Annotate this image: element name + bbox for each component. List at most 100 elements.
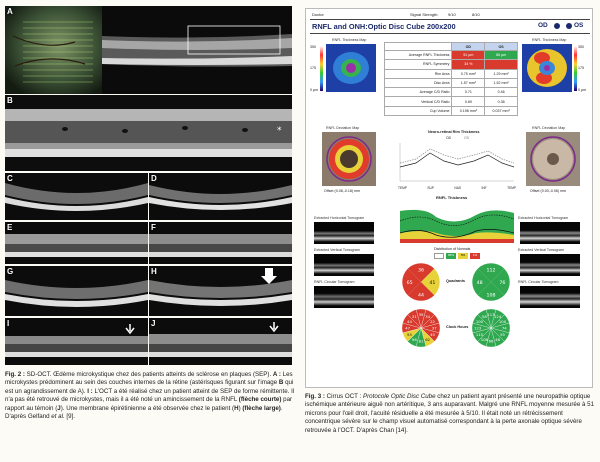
clock-value: 39 bbox=[419, 312, 424, 317]
panel-label: G bbox=[7, 267, 14, 276]
oct-bscan-i bbox=[5, 318, 148, 365]
quadrant-dial-os: 112 76 108 48 bbox=[472, 263, 510, 301]
caption-head: Fig. 3 : bbox=[305, 393, 325, 400]
panel-label: C bbox=[7, 174, 13, 183]
header-rule bbox=[310, 19, 590, 20]
quadrant-dial-od: 36 41 44 65 bbox=[402, 263, 440, 301]
h-tomo-os-title: Extracted Horizontal Tomogram bbox=[518, 216, 569, 220]
clock-value: 74 bbox=[502, 325, 507, 330]
panel-label: D bbox=[151, 174, 157, 183]
oct-bscan-d bbox=[149, 173, 292, 220]
rim-axis-ticks: TEMP SUP NAS INF TEMP bbox=[398, 186, 516, 190]
row-label: Average RNFL Thickness bbox=[384, 49, 453, 61]
table-header bbox=[384, 42, 453, 51]
scale-mid-od: 175 bbox=[310, 66, 316, 70]
quad-od-i: 44 bbox=[418, 292, 424, 298]
panel-a-fundus: A bbox=[5, 6, 102, 94]
figure-3-caption: Fig. 3 : Cirrus OCT : Protocole Optic Di… bbox=[305, 393, 595, 434]
row-label: Vertical C/D Ratio bbox=[384, 96, 453, 107]
title-rule bbox=[310, 33, 590, 34]
clock-value: 22 bbox=[430, 319, 435, 324]
clock-sector bbox=[477, 309, 492, 329]
row-value: 86 µm bbox=[484, 49, 518, 61]
oct-bscan-h bbox=[149, 266, 292, 316]
clock-value: 100 bbox=[476, 319, 484, 324]
clock-value: 96 bbox=[412, 337, 417, 342]
row-label: Average C/D Ratio bbox=[384, 87, 453, 98]
panel-label: A bbox=[7, 7, 13, 16]
scale-top-od: 350 bbox=[310, 45, 316, 49]
row-value: 0.71 bbox=[451, 87, 486, 98]
panel-label: F bbox=[151, 223, 156, 232]
quad-od-s: 36 bbox=[418, 268, 424, 274]
deviation-map-os bbox=[526, 132, 580, 186]
row-value: 1.52 mm² bbox=[484, 77, 518, 89]
legend-os: OS bbox=[464, 136, 469, 140]
h-tomo-od-title: Extracted Horizontal Tomogram bbox=[314, 216, 365, 220]
panel-e: E bbox=[5, 222, 148, 264]
color-scale-os bbox=[574, 46, 577, 91]
signal-od: 9/10 bbox=[448, 12, 456, 17]
clock-value: 44 bbox=[407, 319, 412, 324]
clock-value: 113 bbox=[487, 312, 495, 317]
deviation-map-od bbox=[322, 132, 376, 186]
os-label: OS bbox=[574, 22, 584, 29]
signal-os: 8/10 bbox=[472, 12, 480, 17]
row-value: 0.198 mm³ bbox=[451, 105, 486, 117]
offset-os: Offset (0.00,-0.06) mm bbox=[530, 189, 567, 193]
rim-thickness-chart bbox=[399, 143, 515, 182]
row-label: RNFL Symmetry bbox=[384, 59, 453, 70]
deviation-map-os-title: RNFL Deviation Map bbox=[532, 126, 566, 130]
svg-text:108: 108 bbox=[486, 292, 495, 298]
clock-sector bbox=[407, 309, 422, 329]
row-value: 0.46 bbox=[484, 87, 518, 98]
od-dot-icon bbox=[554, 23, 560, 29]
clock-value: 124 bbox=[494, 314, 502, 319]
c-tomogram-os bbox=[520, 286, 580, 308]
row-value: 1.57 mm² bbox=[451, 77, 486, 89]
panel-i: I bbox=[5, 318, 148, 365]
table-header: OS bbox=[484, 42, 518, 51]
svg-text:48: 48 bbox=[477, 280, 483, 286]
rnfl-thickness-title: RNFL Thickness bbox=[436, 195, 468, 200]
thickness-map-os-title: RNFL Thickness Map bbox=[532, 38, 567, 42]
neuro-rim-title: Neuro-retinal Rim Thickness bbox=[428, 130, 480, 134]
c-tomogram-od bbox=[314, 286, 374, 308]
scale-mid-os: 175 bbox=[578, 66, 584, 70]
quad-od-n: 41 bbox=[429, 280, 435, 286]
panel-j: J bbox=[149, 318, 292, 365]
clock-value: 46 bbox=[495, 337, 500, 342]
panel-d: D bbox=[149, 173, 292, 220]
clock-value: 45 bbox=[430, 332, 435, 337]
oct-bscan-b: * bbox=[5, 95, 292, 171]
row-value: 0.037 mm³ bbox=[484, 105, 518, 117]
c-tomo-od-title: RNFL Circular Tomogram bbox=[314, 280, 355, 284]
row-value: 51 µm bbox=[451, 49, 486, 61]
row-value: 1.29 mm² bbox=[484, 68, 518, 79]
svg-text:112: 112 bbox=[486, 268, 495, 274]
clock-value: 81 bbox=[419, 339, 424, 344]
table-header: OD bbox=[451, 42, 486, 51]
large-arrow-icon bbox=[261, 268, 277, 284]
clock-value: 115 bbox=[476, 332, 484, 337]
od-label: OD bbox=[538, 22, 548, 29]
oct-bscan-e bbox=[5, 222, 148, 264]
rnfl-thickness-chart bbox=[399, 205, 515, 243]
svg-text:*: * bbox=[277, 126, 282, 136]
scale-top-os: 350 bbox=[578, 45, 584, 49]
clock-value: 55 bbox=[407, 332, 412, 337]
clock-value: 123 bbox=[474, 325, 482, 330]
v-tomogram-od bbox=[314, 254, 374, 276]
clock-value: 100 bbox=[499, 319, 507, 324]
caption-head: Fig. 2 : bbox=[5, 371, 25, 378]
clock-hours-label: Clock Hours bbox=[446, 325, 469, 329]
v-tomo-od-title: Extracted Vertical Tomogram bbox=[314, 248, 360, 252]
